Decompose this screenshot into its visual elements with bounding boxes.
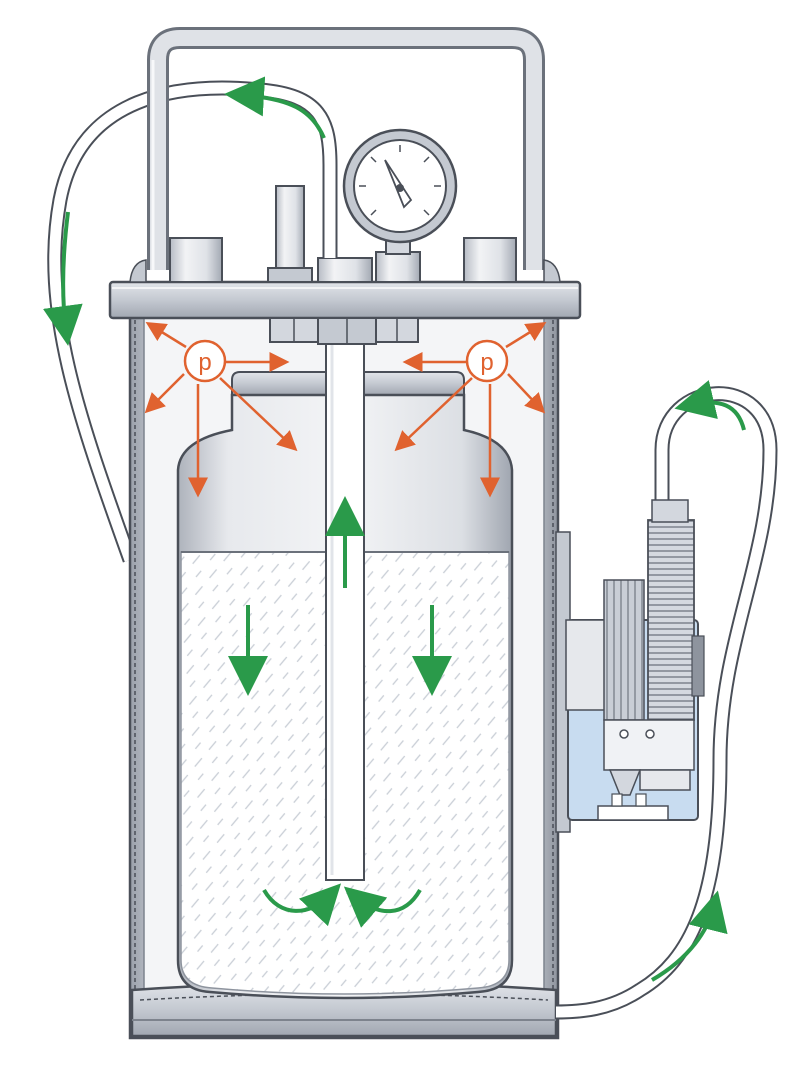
pressure-arrow-icon	[145, 322, 187, 349]
right-hose	[555, 386, 778, 1020]
flow-arrow-icon	[674, 380, 746, 431]
pressure-symbol-left: p	[198, 349, 211, 376]
left-hose	[47, 80, 338, 563]
pressure-symbol-right: p	[480, 349, 493, 376]
flow-arrows	[43, 76, 746, 982]
pump-unit	[555, 499, 705, 833]
flow-arrow-icon	[224, 76, 326, 139]
pressure-arrow-icon	[394, 377, 473, 452]
flow-arrow-icon	[43, 211, 83, 346]
pressure-arrow-icon	[507, 373, 546, 414]
flow-arrow-icon	[343, 886, 422, 928]
flow-arrow-icon	[262, 883, 342, 927]
pressure-arrow-icon	[219, 377, 298, 452]
pressure-gauge-icon	[342, 128, 458, 244]
carry-handle	[147, 27, 545, 270]
flow-arrow-icon	[650, 890, 728, 982]
pressure-arrow-icon	[144, 373, 185, 414]
vessel-lid	[108, 185, 582, 345]
pressure-indicator-left: p	[144, 322, 298, 498]
pressure-arrow-icon	[505, 322, 547, 349]
dip-tube	[325, 319, 365, 881]
pressure-indicator-right: p	[394, 322, 547, 498]
